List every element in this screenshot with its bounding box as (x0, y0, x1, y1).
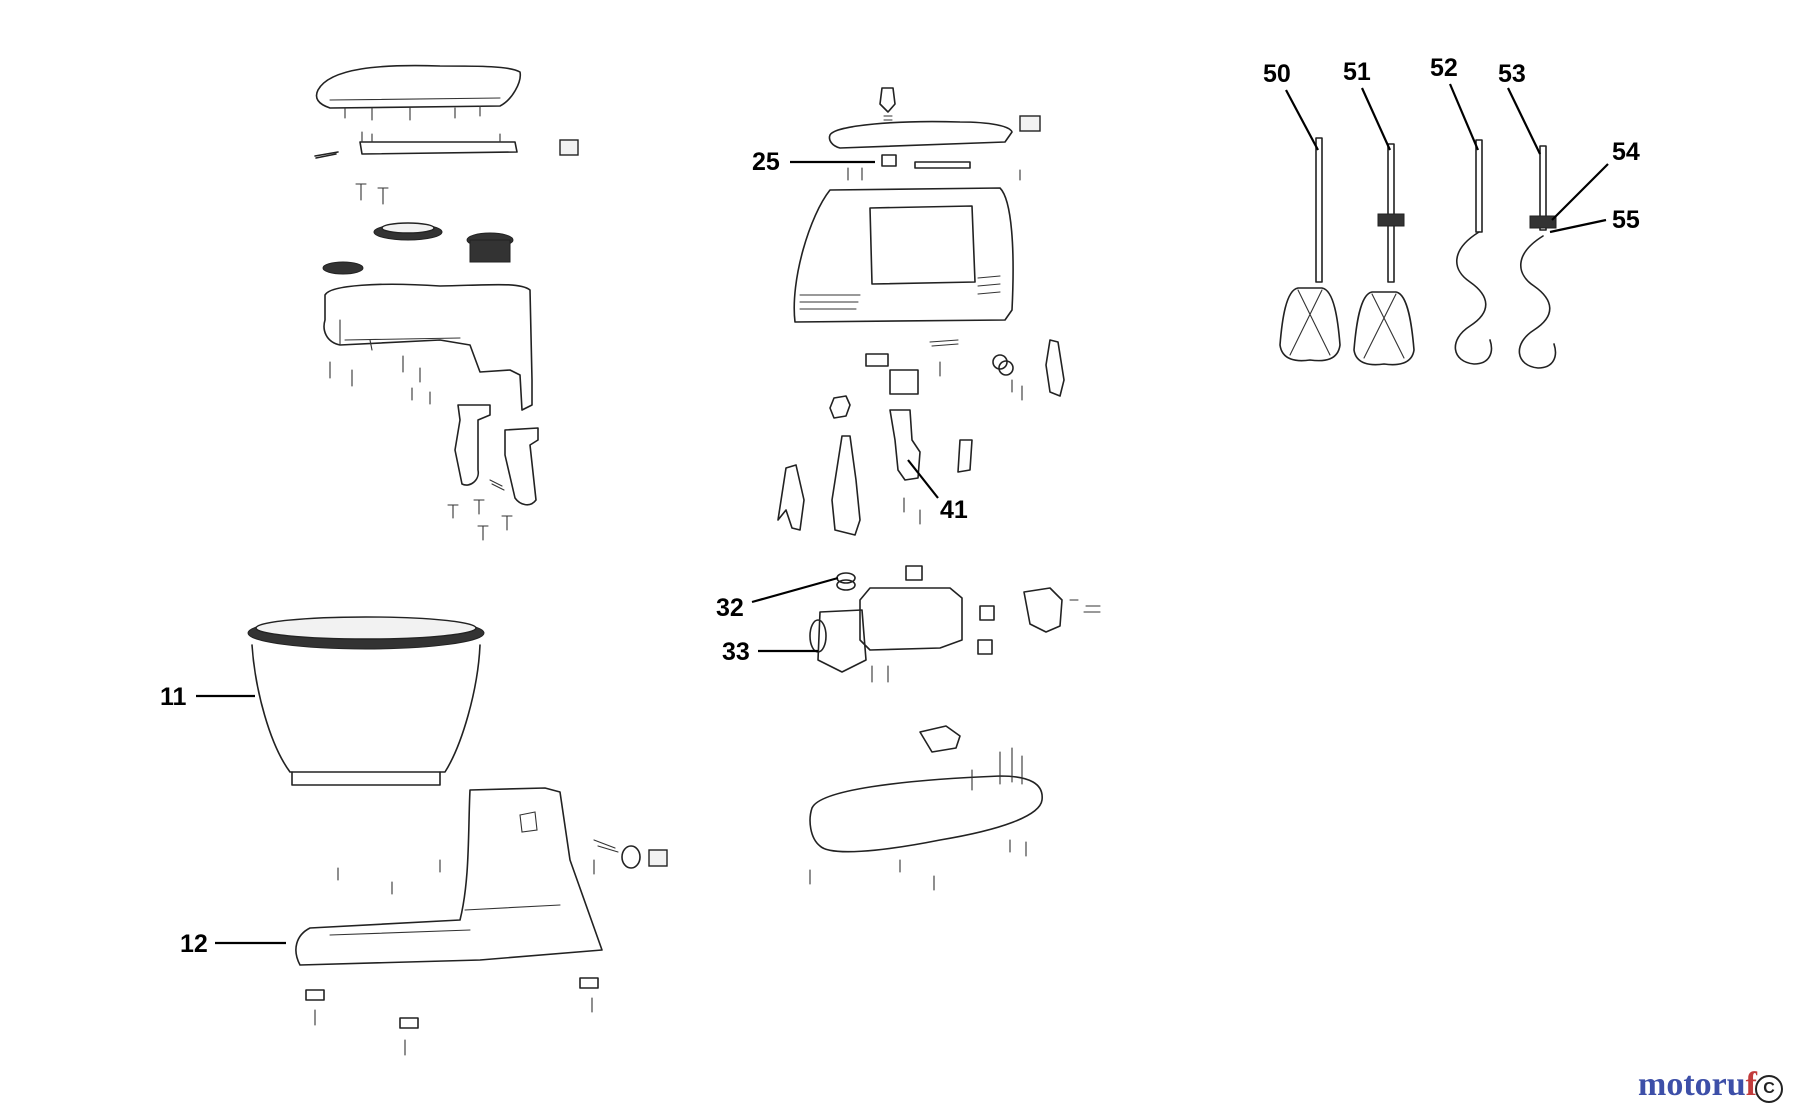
mixing-bowl-part (247, 616, 485, 786)
watermark-brand-part2: f (1745, 1066, 1757, 1103)
motor-assembly-part (809, 565, 995, 683)
speed-switch-small-part (847, 154, 1021, 181)
callout-41-label: 41 (940, 496, 968, 524)
copyright-icon: C (1755, 1075, 1783, 1103)
callout-12: 12 (180, 930, 286, 958)
callout-51: 51 (1343, 58, 1392, 151)
callout-50: 50 (1263, 60, 1319, 151)
dough-hook-53-part (1518, 145, 1557, 369)
callout-54: 54 (1551, 138, 1640, 221)
callout-54-label: 54 (1612, 138, 1640, 166)
handle-top-part (828, 115, 1041, 149)
callout-52-label: 52 (1430, 54, 1458, 82)
switch-components-part (865, 339, 1065, 401)
eject-button-part (879, 87, 896, 121)
gearbox-housing-part (323, 283, 533, 411)
small-screws-top (355, 183, 389, 205)
callout-32: 32 (716, 576, 839, 622)
stand-base-part (295, 787, 668, 966)
callout-51-label: 51 (1343, 58, 1371, 86)
watermark-brand-part1: motoru (1638, 1066, 1746, 1103)
callout-25-label: 25 (752, 148, 780, 176)
mixer-housing-part (793, 187, 1014, 323)
base-plate-part (314, 131, 579, 159)
gear-end-part (1023, 587, 1101, 633)
beater-51-part (1353, 143, 1415, 366)
callout-12-label: 12 (180, 930, 208, 958)
head-screws (329, 355, 431, 405)
callout-32-label: 32 (716, 594, 744, 622)
lower-screws-left (447, 499, 513, 541)
callout-25: 25 (752, 148, 875, 176)
callout-50-label: 50 (1263, 60, 1291, 88)
callout-33: 33 (722, 638, 818, 666)
speed-control-part (777, 395, 973, 536)
gears-part (322, 222, 514, 275)
callout-53-label: 53 (1498, 60, 1526, 88)
watermark-logo: motoruf (1638, 1066, 1757, 1104)
dough-hook-52-part (1454, 139, 1493, 365)
callout-53: 53 (1498, 60, 1541, 155)
beater-50-part (1279, 137, 1341, 362)
callout-41: 41 (907, 459, 968, 524)
callout-33-label: 33 (722, 638, 750, 666)
top-cover-part (315, 64, 522, 121)
callout-11-label: 11 (160, 683, 187, 711)
callout-55-label: 55 (1612, 206, 1640, 234)
callout-55: 55 (1549, 206, 1640, 234)
base-screws-and-feet (305, 859, 599, 1056)
lever-arms-part (454, 404, 539, 506)
callout-52: 52 (1430, 54, 1480, 151)
bottom-housing-part (809, 725, 1043, 891)
callout-11: 11 (160, 683, 255, 711)
